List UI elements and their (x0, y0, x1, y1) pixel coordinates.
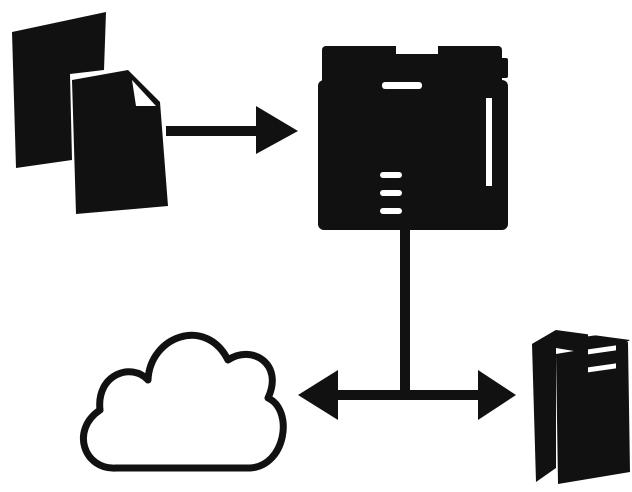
vertical-connector (400, 228, 410, 398)
arrow-head (256, 106, 298, 154)
printer-side-panel (486, 98, 492, 186)
horizontal-connector (328, 390, 492, 400)
arrow-head-left (298, 370, 338, 420)
printer-control-panel (474, 58, 508, 78)
arrow-shaft (166, 126, 262, 136)
documents-icon (12, 12, 168, 214)
server-slot-6 (588, 363, 616, 373)
printer-drawer-3 (380, 208, 402, 214)
server-slot-5 (588, 345, 616, 355)
printer-drawer-2 (380, 190, 402, 196)
server-slots (588, 273, 616, 373)
cloud-icon (79, 331, 287, 472)
server-front (556, 342, 630, 484)
server-slot-2 (588, 291, 616, 301)
server-rack-icon (532, 273, 630, 484)
server-slot-4 (588, 327, 616, 337)
back-document (12, 12, 106, 168)
server-side (532, 330, 556, 482)
server-slot-1 (588, 273, 616, 283)
multifunction-printer-icon (318, 44, 508, 230)
printer-body (318, 80, 508, 230)
printer-drawer-1 (380, 172, 402, 178)
document-fold (132, 80, 156, 106)
front-document (72, 70, 168, 214)
server-slot-3 (588, 309, 616, 319)
double-arrow-cloud-server (298, 370, 516, 420)
arrow-documents-to-printer (166, 106, 298, 154)
arrow-head-right (478, 370, 516, 420)
printer-output-slot (382, 82, 422, 89)
printer-paper-slot (396, 44, 438, 54)
printer-top-unit (322, 46, 502, 86)
